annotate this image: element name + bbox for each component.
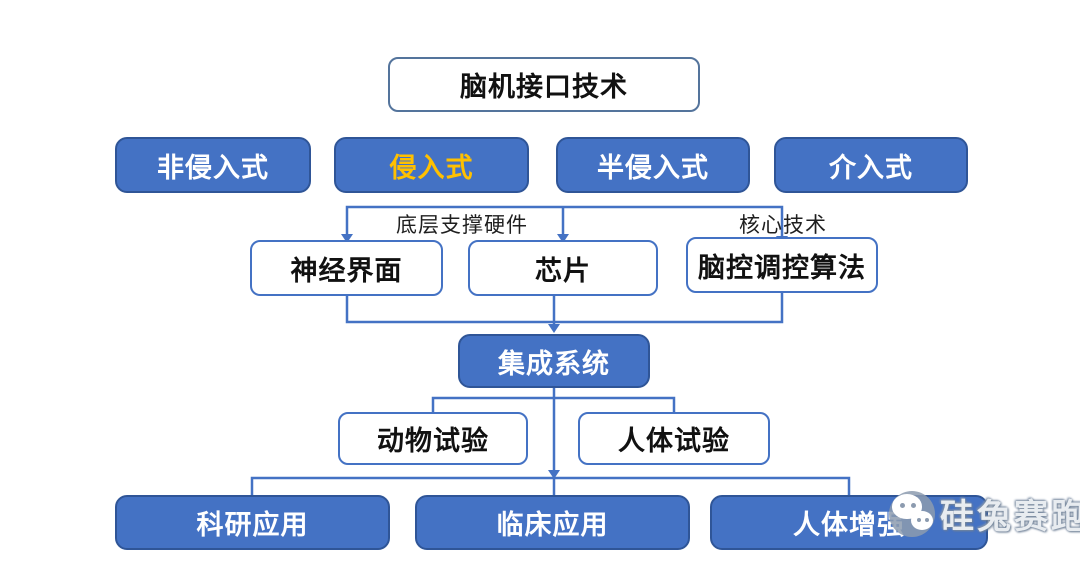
branch-label-hardware: 底层支撑硬件 <box>396 214 528 237</box>
node-semi-invasive-label: 半侵入式 <box>597 152 709 183</box>
node-integrated-system: 集成系统 <box>458 334 650 388</box>
node-neural-interface: 神经界面 <box>250 240 443 296</box>
wechat-icon-eye <box>917 517 921 522</box>
node-clinical-application-label: 临床应用 <box>496 510 609 540</box>
node-human-trials-label: 人体试验 <box>618 426 730 456</box>
node-research-application: 科研应用 <box>115 495 390 550</box>
node-invasive-label: 侵入式 <box>389 152 474 183</box>
wechat-icon-small-bubble <box>911 510 933 530</box>
node-non-invasive: 非侵入式 <box>115 137 311 193</box>
node-interventional-label: 介入式 <box>829 152 913 183</box>
node-research-application-label: 科研应用 <box>196 510 309 540</box>
node-chip-label: 芯片 <box>535 255 591 286</box>
node-chip: 芯片 <box>468 240 658 296</box>
node-brain-control-algorithm-label: 脑控调控算法 <box>698 252 866 283</box>
node-neural-interface-label: 神经界面 <box>290 255 403 286</box>
node-animal-trials-label: 动物试验 <box>377 426 489 456</box>
node-human-trials: 人体试验 <box>578 412 770 465</box>
node-interventional: 介入式 <box>774 137 968 193</box>
wechat-icon-eye <box>925 517 929 522</box>
wechat-icon-eye <box>911 502 916 508</box>
wechat-icon <box>888 490 936 538</box>
node-root-label: 脑机接口技术 <box>460 72 628 102</box>
branch-label-core-tech: 核心技术 <box>739 214 827 237</box>
node-human-enhancement: 人体增强 <box>710 495 988 550</box>
node-animal-trials: 动物试验 <box>338 412 528 465</box>
node-root-bci-technology: 脑机接口技术 <box>388 57 700 112</box>
node-semi-invasive: 半侵入式 <box>556 137 750 193</box>
node-brain-control-algorithm: 脑控调控算法 <box>686 237 878 293</box>
node-integrated-system-label: 集成系统 <box>498 348 610 379</box>
wechat-icon-eye <box>900 502 905 508</box>
node-non-invasive-label: 非侵入式 <box>157 152 269 183</box>
connector-paths <box>250 205 851 495</box>
node-invasive: 侵入式 <box>334 137 529 193</box>
watermark-text: 硅兔赛跑 <box>940 498 1080 536</box>
node-human-enhancement-label: 人体增强 <box>793 510 905 540</box>
node-clinical-application: 临床应用 <box>415 495 690 550</box>
watermark: 硅兔赛跑 <box>888 489 1080 538</box>
